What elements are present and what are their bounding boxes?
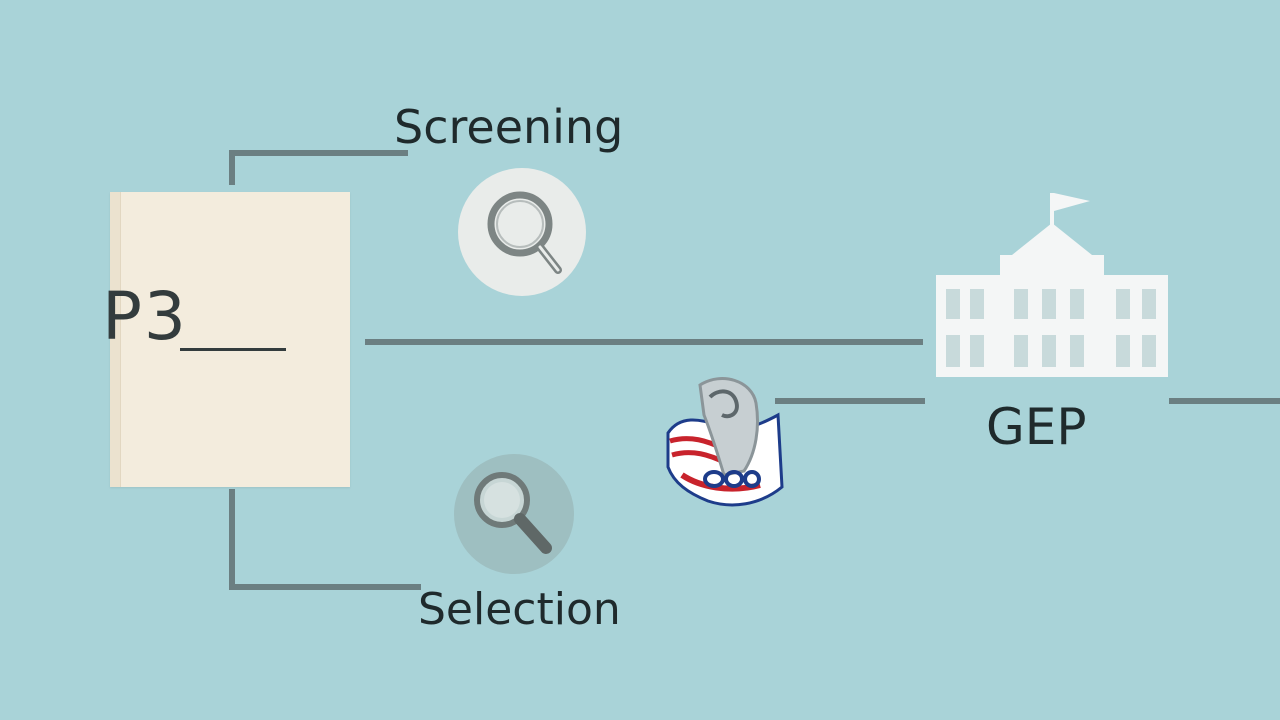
- book-label: P3: [102, 278, 188, 355]
- flag-emblem-icon: [666, 377, 784, 507]
- gep-label: GEP: [986, 398, 1087, 456]
- connector-selection: [229, 489, 421, 590]
- connector-screening: [229, 150, 408, 185]
- book-underline: [180, 348, 286, 351]
- screening-label: Screening: [394, 100, 624, 154]
- government-building-icon: [936, 193, 1168, 377]
- book-spine: [110, 192, 121, 487]
- magnifier-icon: [474, 472, 552, 554]
- magnifier-icon: [487, 191, 562, 274]
- p3-book: [110, 192, 350, 487]
- selection-label: Selection: [418, 584, 621, 635]
